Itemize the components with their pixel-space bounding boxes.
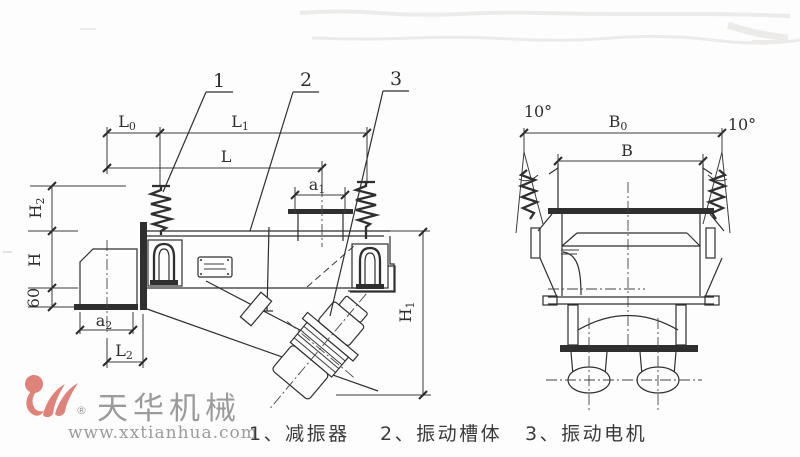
callout-number-1: 1 [213, 70, 225, 92]
tilted-spring-left [515, 151, 544, 259]
vibration-motor-side [269, 293, 368, 410]
dim-label-b0: B0 [609, 112, 628, 133]
scan-artifacts [3, 9, 800, 253]
dim-group-h1: H1 [390, 227, 430, 400]
dim-label-a1: a1 [309, 175, 326, 196]
side-view-drawing: L0 L1 L H2 H 60 a2 [24, 68, 431, 410]
dim-label-b: B [621, 141, 633, 160]
dim-group-left-heights: H2 H 60 [24, 181, 126, 312]
vibration-motors-end-view [546, 318, 702, 410]
dim-label-l: L [221, 147, 232, 166]
brand-logo-icon [25, 375, 78, 418]
trough-end-view-body [537, 164, 725, 352]
dim-label-60: 60 [24, 288, 43, 308]
dim-group-b0: B0 10° 10° [519, 102, 756, 154]
dim-group-top-lengths: L0 L1 L [102, 112, 372, 190]
dim-label-h1: H1 [396, 302, 417, 323]
brand-website-text: www.xxtianhua.com [68, 423, 258, 443]
legend-item: 3、振动电机 [525, 423, 648, 445]
registered-trademark-symbol: ® [76, 404, 87, 417]
parts-legend: 1、减振器 2、振动槽体 3、振动电机 [0, 419, 800, 449]
callout-number-3: 3 [390, 68, 402, 90]
end-view-drawing: B0 10° 10° B [515, 102, 756, 410]
angle-label-right: 10° [728, 115, 756, 134]
legend-item: 2、振动槽体 [380, 423, 503, 445]
dim-label-l2: L2 [115, 341, 133, 362]
dim-group-b: B [553, 141, 708, 166]
hanger-bracket-right [350, 243, 396, 293]
dim-label-l0: L0 [118, 112, 136, 133]
angle-label-left: 10° [524, 102, 552, 121]
brand-name-text: 天华机械 [97, 391, 241, 427]
dim-label-a2: a2 [96, 311, 113, 332]
legend-item: 1、减振器 [249, 423, 350, 445]
support-pad [239, 291, 273, 327]
nameplate [197, 256, 233, 278]
callout-number-2: 2 [300, 69, 312, 91]
suspension-spring-right [352, 180, 381, 239]
tilted-spring-right [702, 151, 731, 259]
feed-inlet: a1 [288, 175, 353, 247]
discharge-chute: a2 L2 [74, 240, 148, 368]
dim-label-h: H [25, 253, 44, 267]
dim-label-h2: H2 [26, 198, 47, 219]
suspension-spring-left [147, 184, 176, 235]
part-callouts: 1 2 3 [162, 68, 409, 317]
hanger-bracket-left [147, 239, 183, 287]
dim-label-l1: L1 [231, 112, 249, 133]
